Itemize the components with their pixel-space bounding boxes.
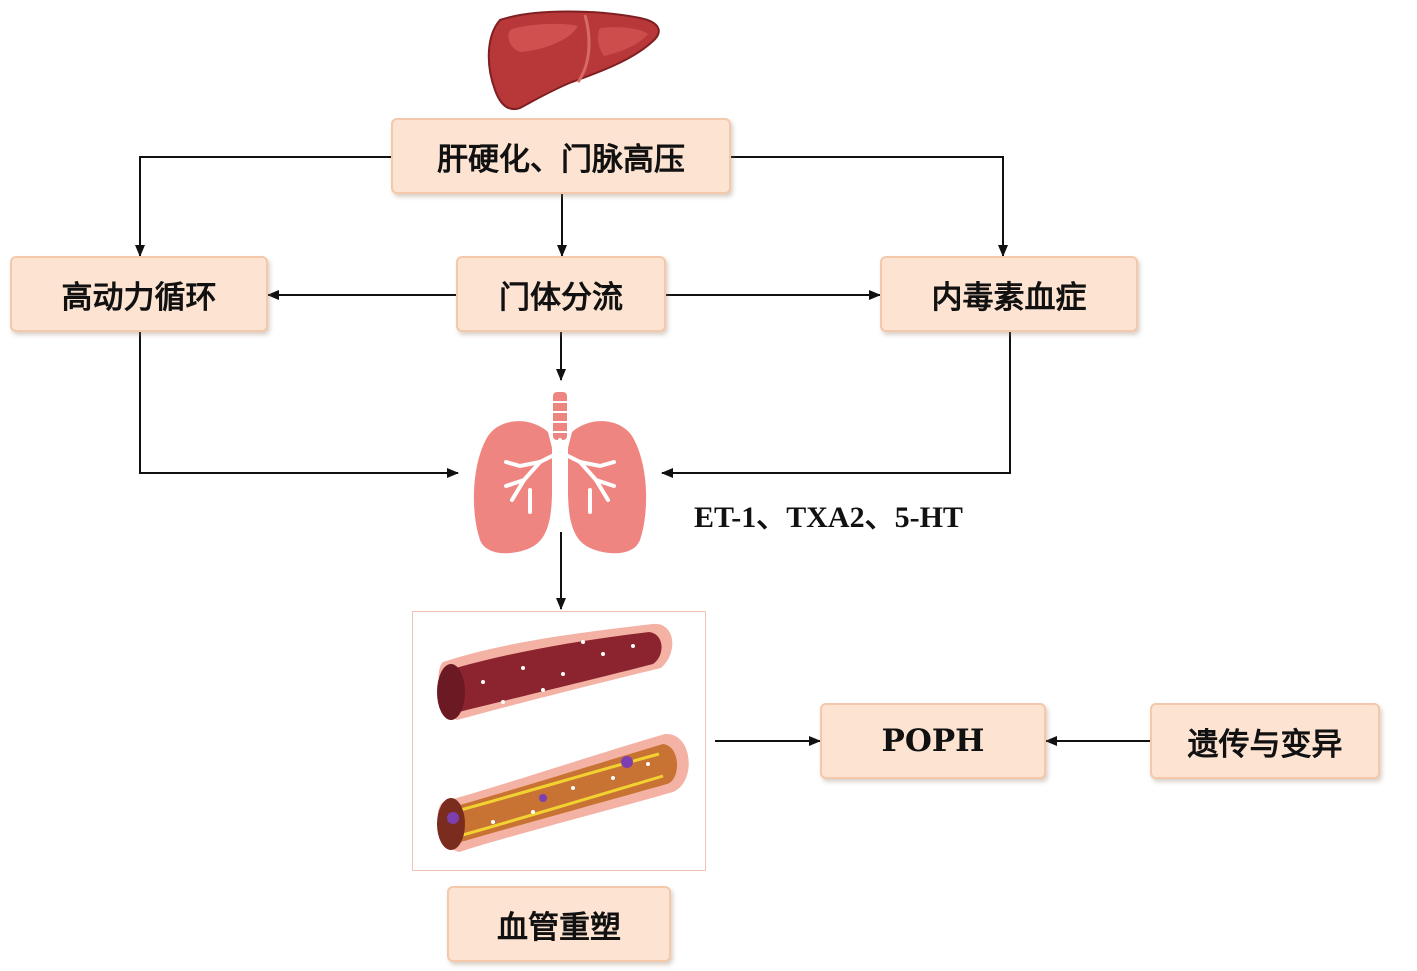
node-endotoxemia: 内毒素血症	[880, 256, 1138, 332]
node-vascular-remodeling: 血管重塑	[447, 886, 671, 962]
mediators-label: ET-1、TXA2、5-HT	[694, 501, 963, 534]
arrow-liver-to-hdc	[135, 156, 391, 257]
liver-icon	[487, 10, 660, 110]
vascular-illustration	[412, 611, 706, 871]
arrow-liver-to-endo	[731, 156, 1008, 257]
lungs-icon	[473, 392, 647, 554]
node-genetics: 遗传与变异	[1150, 703, 1380, 779]
arrow-hdc-to-lungs	[139, 332, 459, 478]
blood-vessel-icon	[437, 623, 689, 852]
node-poph: POPH	[820, 703, 1046, 779]
node-portosystemic-shunt: 门体分流	[456, 256, 666, 332]
arrow-endo-to-lungs	[661, 332, 1011, 478]
node-hyperdynamic-circulation: 高动力循环	[10, 256, 268, 332]
node-liver-cirrhosis: 肝硬化、门脉高压	[391, 118, 731, 194]
